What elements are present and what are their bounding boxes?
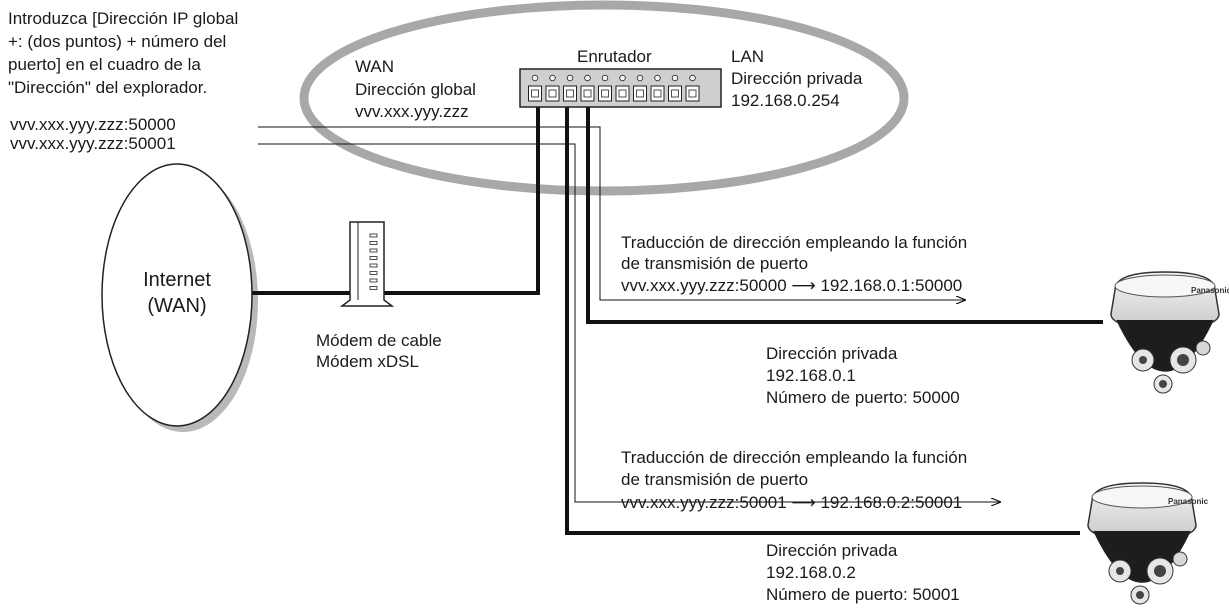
svg-text:Panasonic: Panasonic [1191, 286, 1229, 295]
translation-arrow-1 [599, 212, 965, 300]
dome-camera-2-icon: Panasonic [1087, 482, 1209, 605]
camera-2-address-label: Dirección privada [766, 541, 898, 560]
address-port-50001: vvv.xxx.yyy.zzz:50001 [10, 134, 176, 153]
router-port-icon [545, 85, 560, 102]
address-line-50000 [258, 126, 601, 212]
router-port-socket-icon [688, 89, 697, 98]
router-port-icon [633, 85, 647, 102]
modem-icon [339, 221, 395, 307]
address-line-50001 [258, 143, 1000, 502]
router-label: Enrutador [577, 47, 652, 66]
translation-2-line-2: de transmisión de puerto [621, 470, 809, 489]
router-port-icon [598, 85, 612, 102]
router-led-icon [549, 74, 556, 82]
translation-2-line-3: vvv.xxx.yyy.zzz:50001 ⟶ 192.168.0.2:5000… [621, 493, 963, 512]
internet-label-line-1: Internet [143, 269, 211, 291]
modem-led-icon [369, 248, 378, 253]
router-led-icon [531, 74, 539, 82]
router-port-socket-icon [636, 89, 644, 98]
cable-router-camera1 [586, 95, 1103, 324]
router-port-icon [685, 85, 700, 102]
modem-led-icon [369, 233, 378, 238]
modem-led-icon [369, 286, 378, 290]
instruction-line-1: Introduzca [Dirección IP global [8, 9, 239, 28]
router-port-icon [580, 85, 595, 102]
instruction-line-3: puerto] en el cuadro de la [8, 55, 201, 74]
translation-1-line-1: Traducción de dirección empleando la fun… [621, 233, 968, 252]
wan-title: WAN [355, 57, 395, 76]
modem-label-line-1: Módem de cable [316, 331, 442, 350]
router-port-icon [668, 85, 682, 102]
router-port-socket-icon [583, 89, 592, 98]
router-port-socket-icon [566, 89, 574, 98]
wan-global-address-label: Dirección global [355, 80, 476, 99]
lan-title: LAN [731, 47, 765, 66]
internet-label-line-2: (WAN) [147, 295, 207, 317]
cable-internet-modem-router [252, 95, 540, 295]
instruction-line-2: +: (dos puntos) + número del [8, 32, 227, 51]
router-led-icon [566, 74, 574, 82]
modem-label-line-2: Módem xDSL [316, 352, 419, 371]
cable-router-camera2 [565, 95, 1080, 535]
modem-led-icon [369, 263, 378, 268]
router-port-socket-icon [653, 89, 662, 98]
lan-private-address-label: Dirección privada [731, 69, 863, 88]
router-led-icon [601, 74, 609, 82]
wan-global-ip: vvv.xxx.yyy.zzz [355, 102, 469, 121]
camera-1-port: Número de puerto: 50000 [766, 388, 960, 407]
modem-led-icon [369, 278, 378, 283]
translation-2-line-1: Traducción de dirección empleando la fun… [621, 448, 968, 467]
camera-2-port: Número de puerto: 50001 [766, 585, 960, 604]
dome-camera-1-icon: Panasonic [1110, 271, 1229, 394]
modem-led-icon [369, 271, 378, 275]
router-port-socket-icon [548, 89, 557, 98]
translation-1-line-2: de transmisión de puerto [621, 254, 809, 273]
router-led-icon [636, 74, 644, 82]
router-port-icon [615, 85, 630, 102]
router-led-icon [584, 74, 591, 82]
router-port-socket-icon [601, 89, 609, 98]
router-highlight-ellipse [299, 0, 909, 196]
router-port-socket-icon [531, 89, 539, 98]
modem-led-icon [369, 241, 378, 245]
modem-led-icon [369, 256, 378, 260]
instruction-line-4: "Dirección" del explorador. [8, 78, 208, 97]
address-port-50000: vvv.xxx.yyy.zzz:50000 [10, 115, 176, 134]
router-led-icon [689, 74, 696, 82]
router-port-icon [650, 85, 665, 102]
router-led-icon [654, 74, 661, 82]
lan-private-ip: 192.168.0.254 [731, 91, 840, 110]
router-port-socket-icon [671, 89, 679, 98]
svg-text:Panasonic: Panasonic [1168, 497, 1209, 506]
camera-1-ip: 192.168.0.1 [766, 366, 856, 385]
camera-1-address-label: Dirección privada [766, 344, 898, 363]
camera-2-ip: 192.168.0.2 [766, 563, 856, 582]
router-led-icon [619, 74, 626, 82]
router-port-icon [563, 85, 577, 102]
router-led-icon [671, 74, 679, 82]
router-port-icon [528, 85, 542, 102]
router-port-socket-icon [618, 89, 627, 98]
router-icon [519, 68, 722, 108]
translation-1-line-3: vvv.xxx.yyy.zzz:50000 ⟶ 192.168.0.1:5000… [621, 276, 963, 295]
